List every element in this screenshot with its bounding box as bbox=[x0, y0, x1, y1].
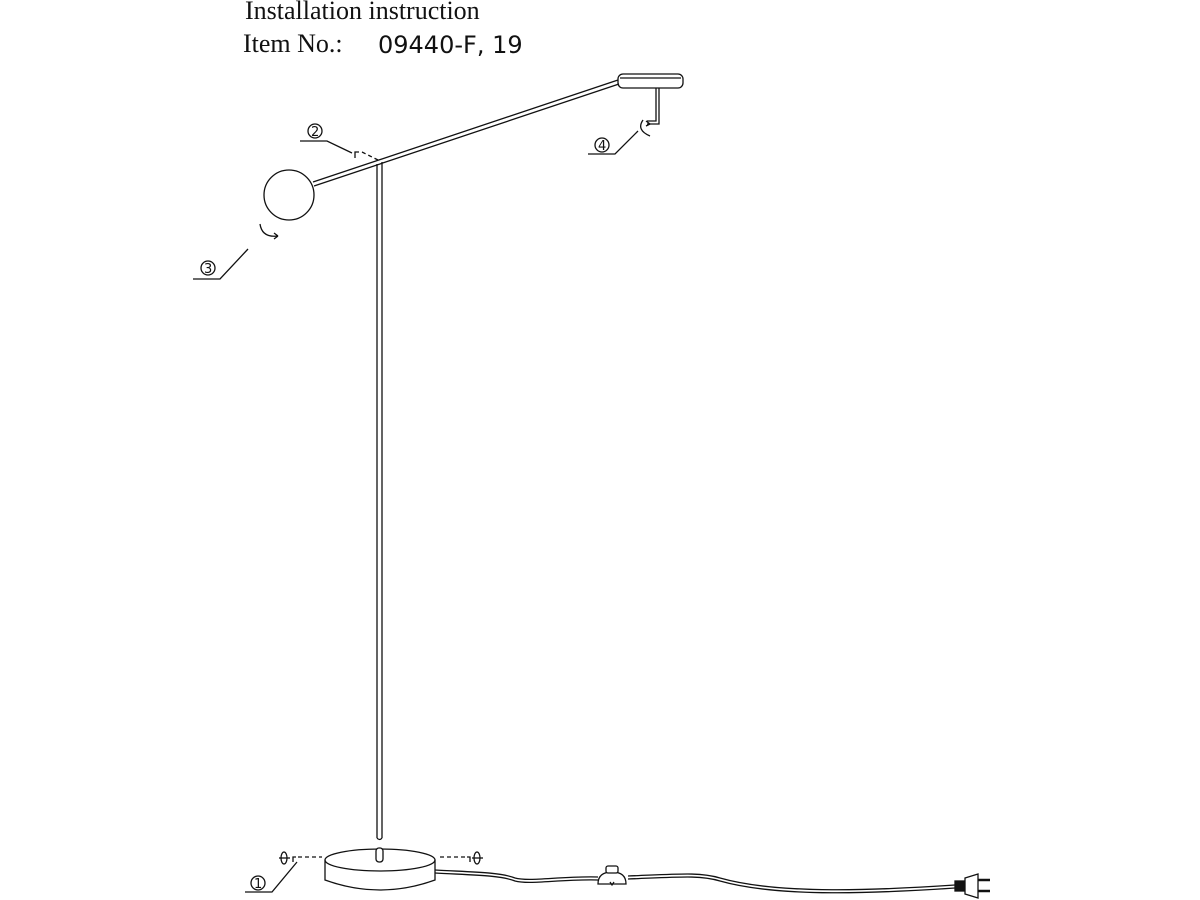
power-plug bbox=[954, 873, 990, 899]
power-cord bbox=[434, 869, 956, 894]
svg-text:3: 3 bbox=[204, 262, 212, 277]
item-number-value: 09440-F, 19 bbox=[378, 31, 523, 59]
lamp-arm bbox=[312, 79, 620, 187]
screw-right bbox=[440, 851, 483, 865]
rotate-arrow-icon bbox=[640, 119, 651, 137]
callout-3: 3 bbox=[193, 248, 249, 280]
item-number-label: Item No.: bbox=[243, 29, 343, 58]
callout-2: 2 bbox=[300, 123, 353, 154]
lamp-base bbox=[324, 847, 436, 891]
callout-1: 1 bbox=[245, 861, 298, 893]
svg-text:4: 4 bbox=[598, 139, 606, 154]
rotate-arrow-icon bbox=[259, 223, 279, 237]
callout-4: 4 bbox=[588, 130, 639, 155]
screw-left bbox=[279, 851, 322, 865]
document-title: Installation instruction bbox=[245, 0, 480, 25]
lamp-pole bbox=[376, 162, 383, 841]
globe-counterweight bbox=[263, 169, 315, 221]
foot-switch bbox=[597, 865, 627, 887]
lamp-head bbox=[617, 73, 684, 137]
svg-text:2: 2 bbox=[311, 125, 319, 140]
svg-text:1: 1 bbox=[254, 877, 262, 892]
